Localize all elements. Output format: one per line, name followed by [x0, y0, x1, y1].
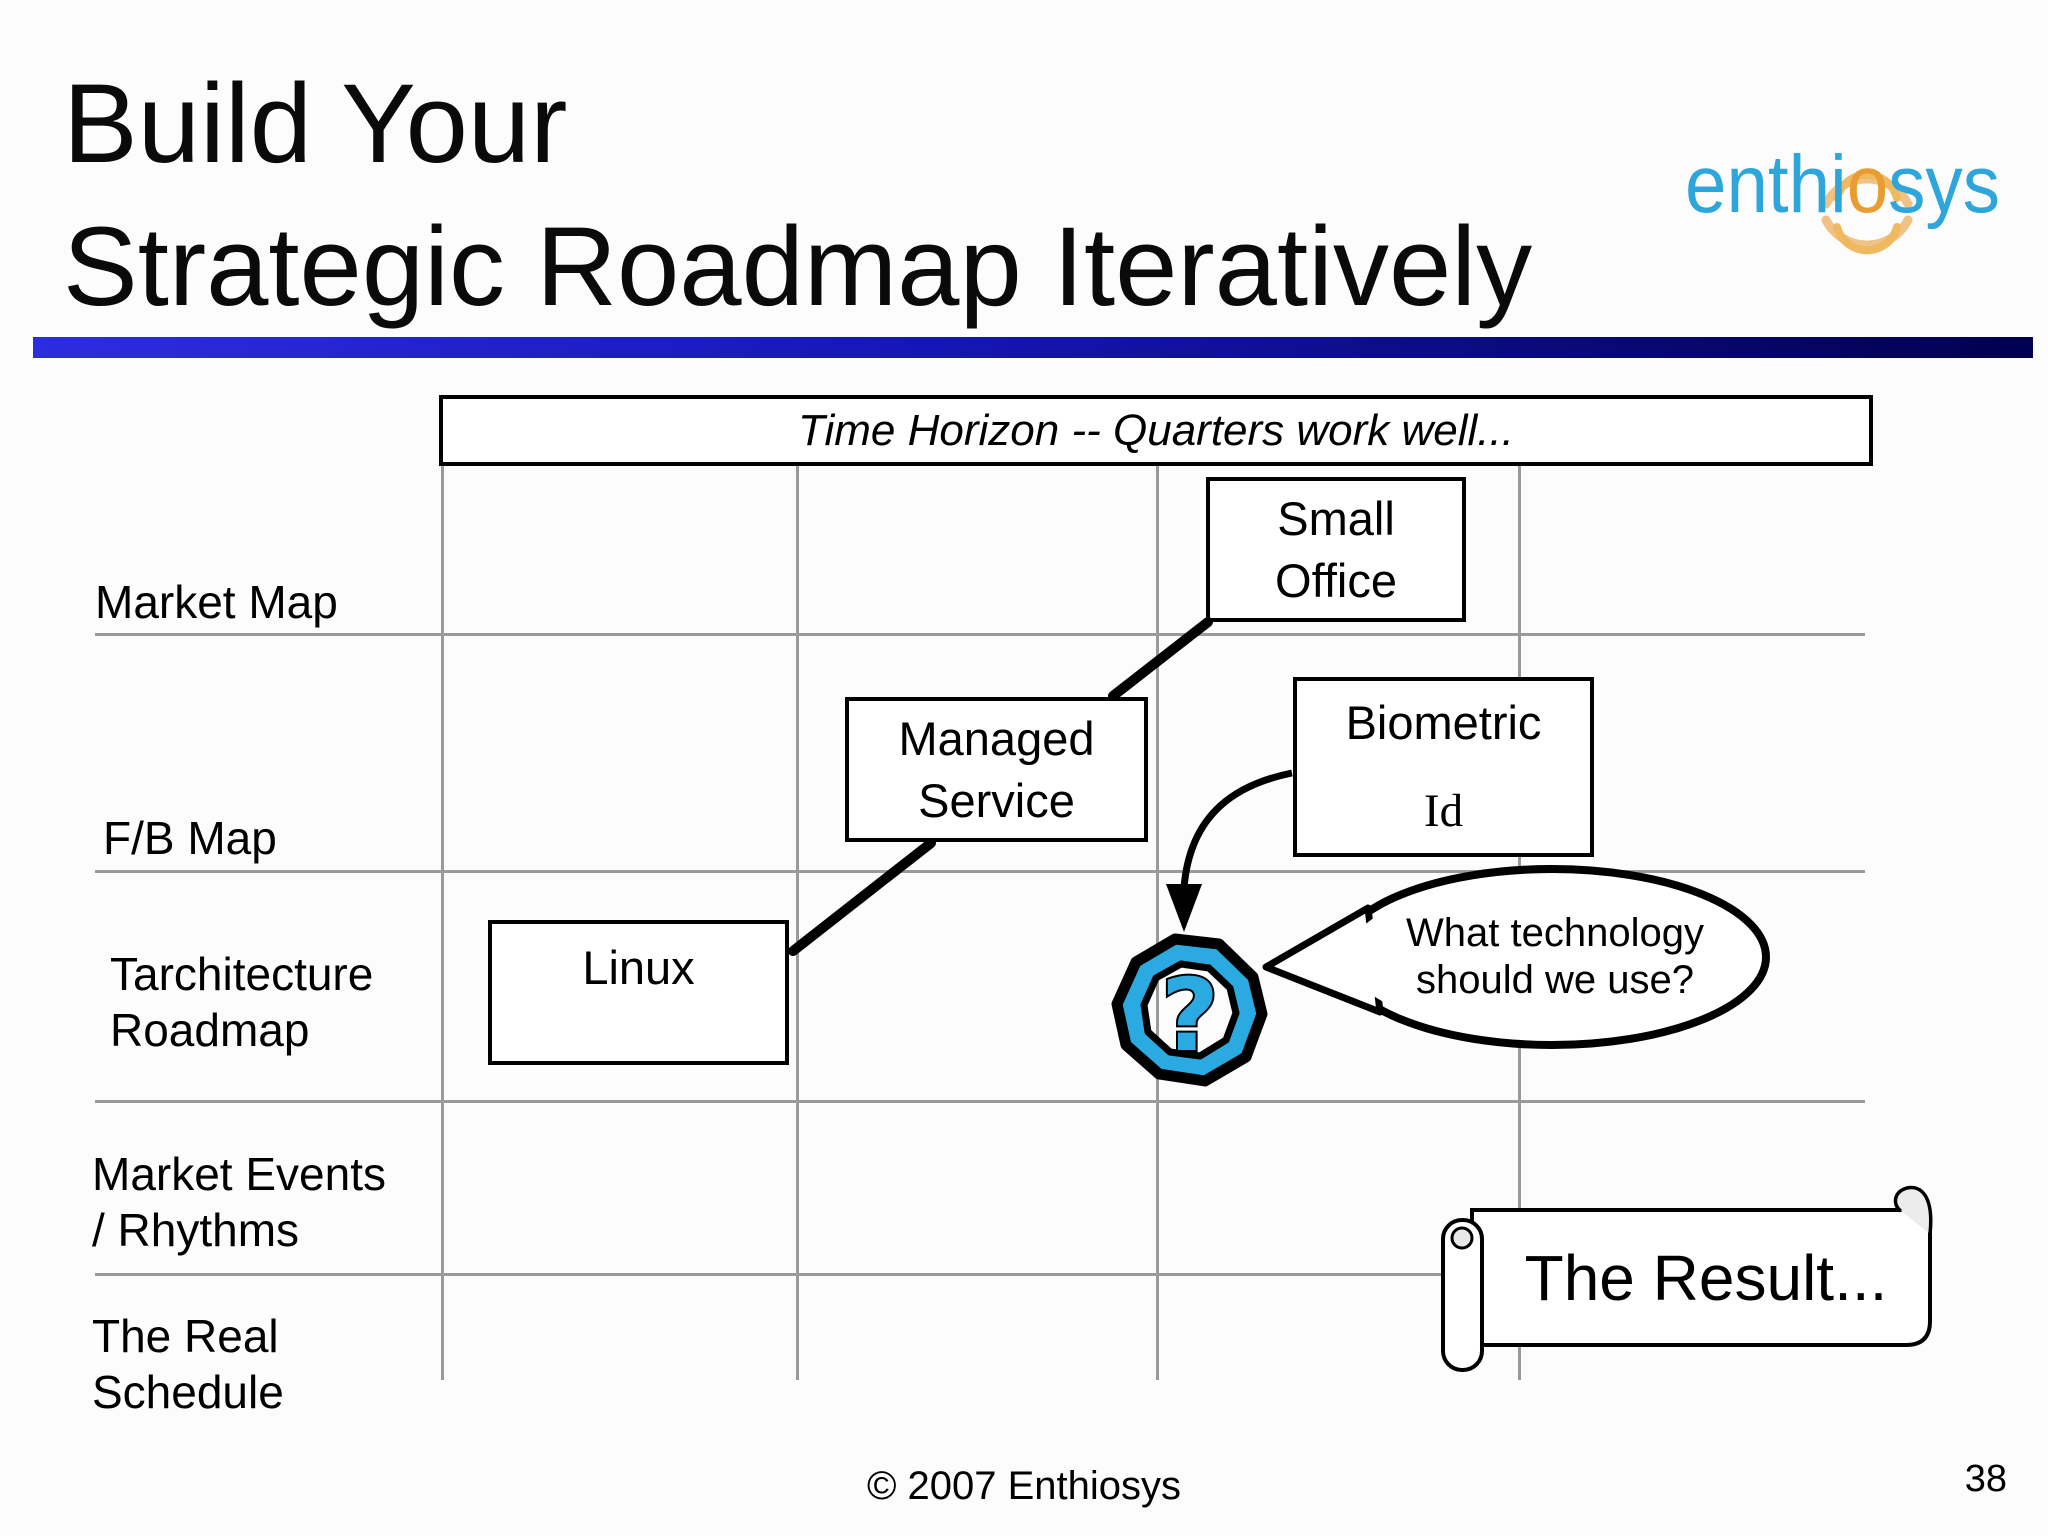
- grid-column-divider-3: [1156, 466, 1159, 1380]
- row-label-real-schedule: The Real Schedule: [92, 1308, 284, 1420]
- row-label-market-events-rhythms: Market Events / Rhythms: [92, 1146, 386, 1258]
- callout-line: should we use?: [1416, 958, 1694, 1002]
- callout-bubble-inner: [1347, 878, 1757, 1036]
- logo-text-post: sys: [1888, 139, 2000, 230]
- grid-row-divider-1: [95, 633, 1865, 636]
- question-mark-icon: ?: [1111, 933, 1268, 1087]
- grid-row-divider-4: [95, 1273, 1865, 1276]
- node-label: Managed: [898, 711, 1095, 765]
- grid-row-divider-2: [95, 870, 1865, 873]
- row-label-text: Market Map: [95, 576, 338, 628]
- page-number: 38: [1964, 1458, 2007, 1500]
- row-label-fb-map: F/B Map: [103, 810, 277, 866]
- result-scroll-label: The Result...: [1482, 1210, 1930, 1345]
- scroll-top-curl: [1893, 1185, 1933, 1235]
- title-line-1: Build Your: [63, 61, 568, 186]
- row-label-text: Tarchitecture: [110, 948, 374, 1000]
- grid-column-divider-1: [441, 466, 444, 1380]
- result-scroll: [1441, 1185, 1933, 1372]
- page-title: Build Your Strategic Roadmap Iteratively: [63, 52, 1532, 338]
- time-horizon-header: Time Horizon -- Quarters work well...: [439, 395, 1873, 466]
- row-label-text: F/B Map: [103, 812, 277, 864]
- scroll-roll-curl: [1450, 1226, 1474, 1250]
- result-text: The Result...: [1524, 1241, 1888, 1314]
- node-linux: Linux: [488, 920, 789, 1065]
- row-label-text: Roadmap: [110, 1004, 310, 1056]
- node-label: Id: [1423, 785, 1464, 837]
- node-label: Biometric: [1345, 696, 1542, 749]
- row-label-text: Schedule: [92, 1366, 284, 1418]
- node-label: Small: [1277, 491, 1395, 545]
- title-divider-bar: [33, 337, 2033, 358]
- arrow-biometric-to-question: [1180, 769, 1293, 889]
- node-label: Office: [1275, 553, 1397, 607]
- enthiosys-logo: enthiosys: [1685, 139, 2000, 255]
- question-icon-outer-edge: [1111, 933, 1268, 1087]
- logo-text-o: o: [1847, 139, 1888, 230]
- node-managed-service: Managed Service: [845, 697, 1148, 842]
- question-glyph: ?: [1161, 957, 1219, 1074]
- time-horizon-label: Time Horizon -- Quarters work well...: [798, 405, 1514, 455]
- grid-column-divider-2: [796, 466, 799, 1380]
- arrowhead-icon: [1166, 884, 1202, 932]
- row-label-market-map: Market Map: [95, 574, 338, 630]
- row-label-text: Market Events: [92, 1148, 386, 1200]
- row-label-text: The Real: [92, 1310, 279, 1362]
- logo-arc-bottom-outer: [1821, 215, 1913, 250]
- connector-small-office-managed-service: [1108, 617, 1213, 701]
- title-line-2: Strategic Roadmap Iteratively: [63, 204, 1533, 329]
- logo-wordmark: enthiosys: [1685, 139, 2000, 230]
- row-label-text: / Rhythms: [92, 1204, 300, 1256]
- grid-row-divider-3: [95, 1100, 1865, 1103]
- question-icon-inner-edge: [1140, 960, 1240, 1060]
- row-label-tarchitecture-roadmap: Tarchitecture Roadmap: [110, 946, 373, 1058]
- copyright-footer: © 2007 Enthiosys: [866, 1464, 1182, 1508]
- node-label: Linux: [582, 940, 695, 994]
- connector-managed-service-linux: [788, 838, 936, 956]
- logo-arc-top-outer: [1821, 174, 1913, 209]
- node-small-office: Small Office: [1206, 477, 1466, 622]
- logo-arc-top-inner: [1833, 170, 1901, 202]
- scroll-left-roll: [1441, 1218, 1484, 1372]
- question-icon-ring: [1117, 939, 1262, 1081]
- logo-text-pre: enthi: [1685, 139, 1847, 230]
- callout-text: What technology should we use?: [1380, 910, 1730, 1004]
- node-biometric-id: Biometric Id: [1293, 677, 1594, 857]
- callout-line: What technology: [1406, 911, 1704, 955]
- logo-arc-bottom-inner: [1833, 223, 1901, 255]
- node-label: Service: [918, 773, 1075, 827]
